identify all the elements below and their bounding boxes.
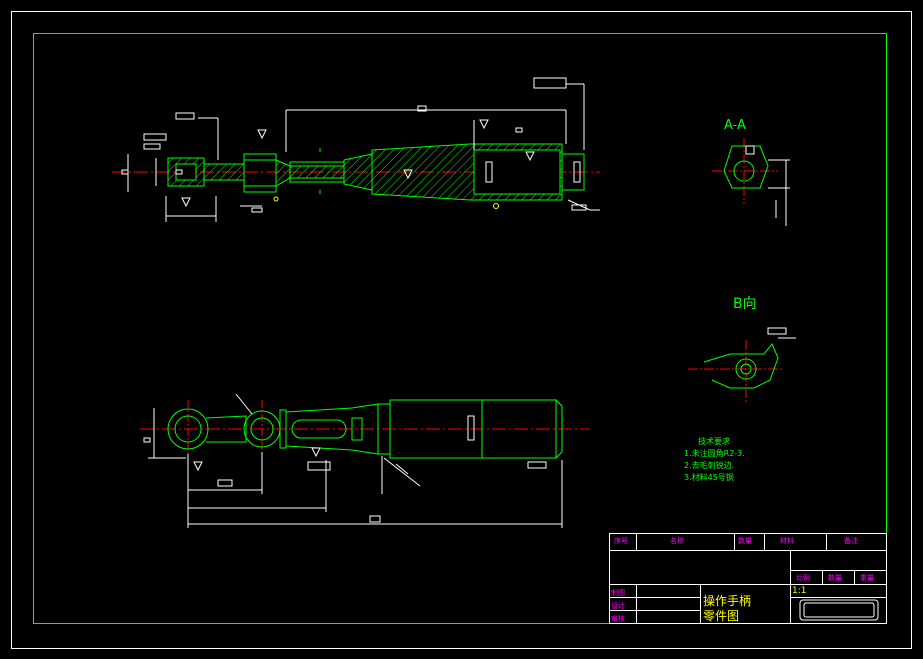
outer-sheet-border	[11, 11, 912, 649]
drawing-type: 零件图	[703, 609, 740, 623]
sheet-cell-qty: 数量	[828, 574, 842, 582]
header-cell-qty: 数量	[738, 537, 752, 545]
title-block	[609, 533, 887, 624]
row-label-design: 设计	[611, 602, 625, 610]
sheet-cell-weight: 重量	[860, 574, 874, 582]
row-label-drawn: 制图	[611, 589, 625, 597]
header-cell-remark: 备注	[844, 537, 858, 545]
title-row-labels: 制图 设计 审核	[611, 587, 625, 626]
view-b	[688, 327, 796, 402]
section-aa-view	[712, 138, 790, 226]
sheet-cell-scale: 比例	[796, 574, 810, 582]
technical-requirements: 技术要求 1.未注圆角R2-3. 2.去毛刺锐边. 3.材料45号钢	[684, 436, 745, 484]
view-b-label: B向	[733, 296, 757, 312]
header-cell-name: 名称	[670, 537, 684, 545]
title-header-row: 序号 名称 数量 材料 备注	[610, 536, 886, 548]
section-aa-label: A-A	[724, 118, 746, 133]
part-name: 操作手柄	[703, 594, 752, 608]
plan-view	[140, 393, 590, 528]
header-cell-material: 材料	[780, 537, 794, 545]
row-label-check: 审核	[611, 615, 625, 623]
scale-value: 1:1	[792, 586, 807, 596]
inner-drawing-border	[33, 33, 887, 624]
tech-req-title: 技术要求	[698, 437, 730, 446]
header-cell-seq: 序号	[614, 537, 628, 545]
tech-req-item-3: 3.材料45号钢	[684, 473, 734, 482]
sheet-info-row: 比例 数量 重量	[791, 573, 886, 584]
tech-req-item-2: 2.去毛刺锐边.	[684, 461, 735, 470]
tech-req-item-1: 1.未注圆角R2-3.	[684, 449, 745, 458]
main-elevation-view	[112, 77, 600, 222]
